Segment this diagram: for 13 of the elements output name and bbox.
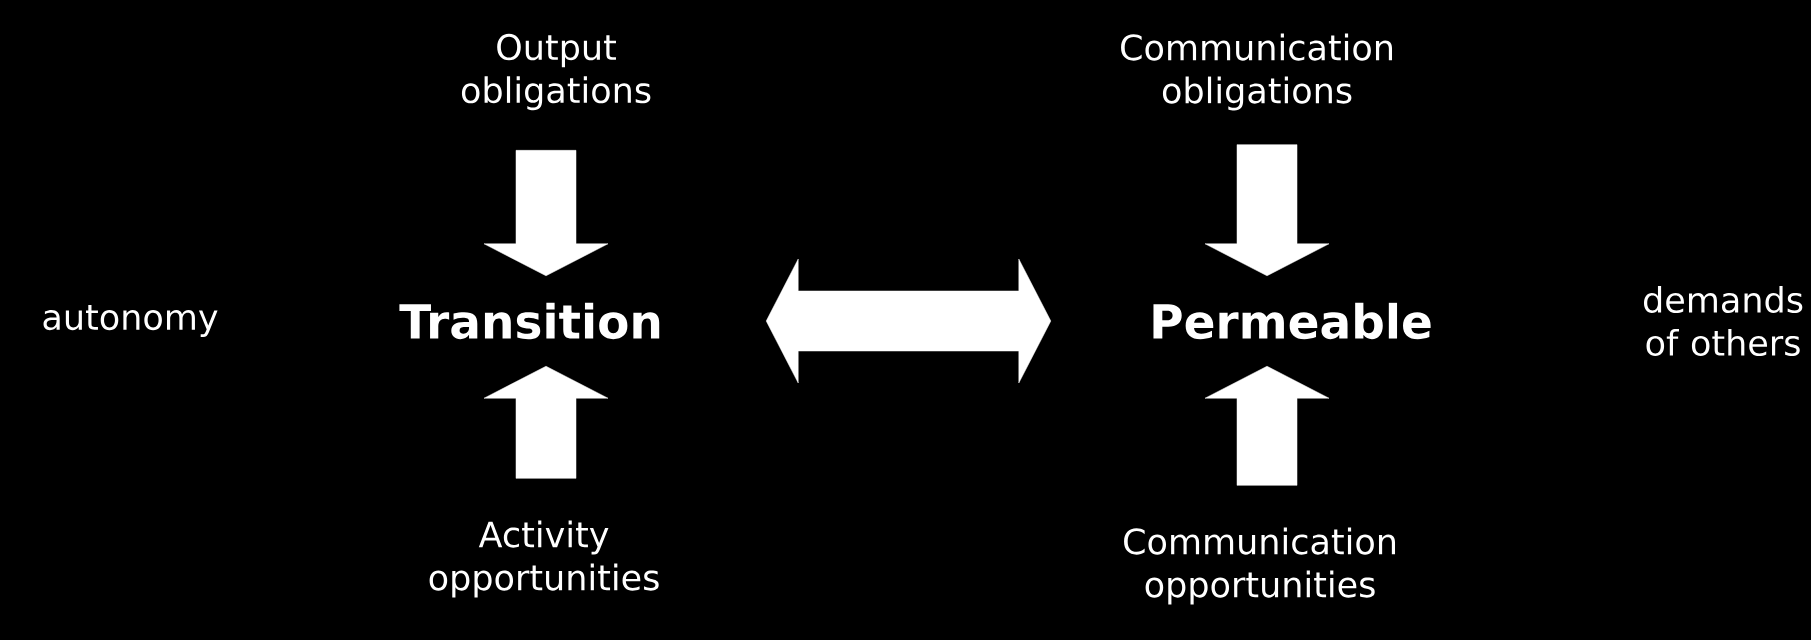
heading-text: Output obligations — [461, 33, 651, 111]
side-text: autonomy — [43, 305, 218, 337]
main-term: Transition — [399, 302, 660, 340]
heading-text: Activity opportunities — [429, 520, 659, 598]
block-arrow — [1204, 144, 1330, 277]
heading-text: Communication opportunities — [1124, 527, 1395, 605]
block-arrow — [1204, 365, 1330, 486]
block-arrow — [483, 150, 609, 277]
main-term: Permeable — [1153, 302, 1431, 340]
block-arrow — [483, 365, 609, 479]
side-text: demands of others — [1644, 285, 1803, 357]
block-arrow — [765, 258, 1052, 384]
heading-text: Communication obligations — [1121, 33, 1392, 111]
